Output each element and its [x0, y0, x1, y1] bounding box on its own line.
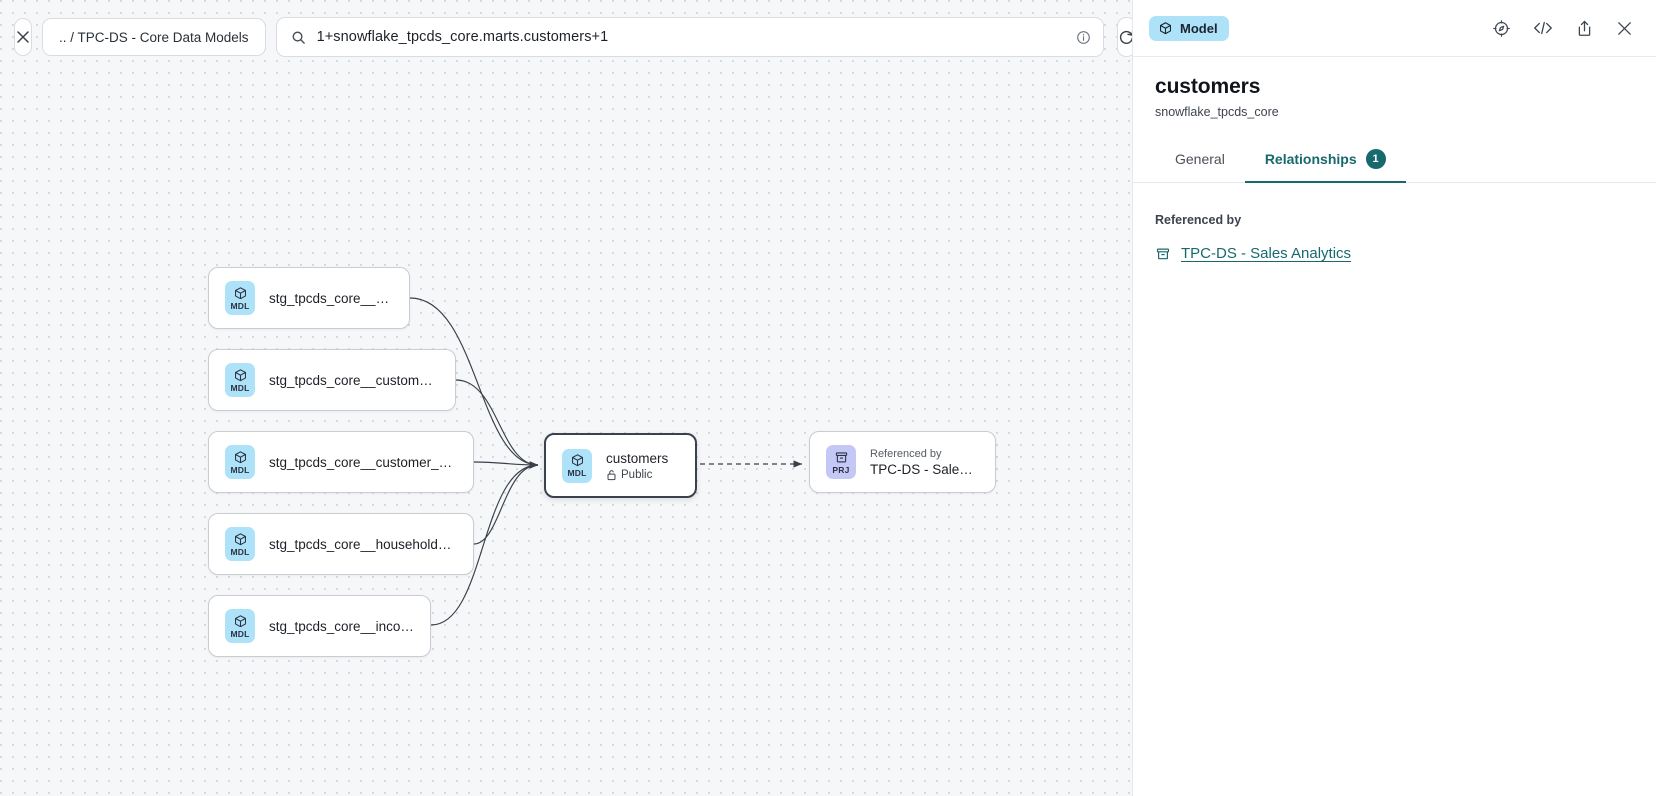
code-icon	[1534, 21, 1552, 35]
node-title: stg_tpcds_core__household_demogr…	[269, 536, 457, 552]
cube-icon	[234, 615, 246, 627]
graph-node-project[interactable]: PRJ Referenced by TPC-DS - Sales Analyti…	[809, 431, 996, 493]
cube-icon	[234, 533, 246, 545]
canvas-toolbar: .. / TPC-DS - Core Data Models 1+snowfla…	[0, 0, 1132, 74]
details-panel: Model	[1132, 0, 1656, 796]
project-icon	[835, 452, 847, 463]
badge-label: PRJ	[832, 464, 850, 475]
badge-label: MDL	[230, 546, 250, 557]
search-value: 1+snowflake_tpcds_core.marts.customers+1	[316, 29, 609, 45]
badge-label: MDL	[567, 468, 587, 479]
refresh-icon	[1119, 29, 1132, 44]
graph-node[interactable]: MDL stg_tpcds_core__income_band	[208, 595, 431, 657]
close-icon	[17, 31, 29, 43]
badge-label: MDL	[230, 300, 250, 311]
share-button[interactable]	[1575, 19, 1594, 38]
node-title: stg_tpcds_core__customer	[269, 290, 393, 306]
node-text: stg_tpcds_core__household_demogr…	[269, 537, 457, 552]
node-visibility: Public	[606, 469, 668, 481]
node-text: stg_tpcds_core__customer_address	[269, 373, 439, 388]
refresh-button[interactable]	[1116, 17, 1132, 57]
node-title: TPC-DS - Sales Analytics	[870, 461, 979, 477]
node-title: customers	[606, 450, 669, 466]
lineage-focus-button[interactable]	[1492, 19, 1511, 38]
panel-subtitle: snowflake_tpcds_core	[1155, 105, 1279, 119]
model-badge: MDL	[225, 281, 255, 315]
badge-label: MDL	[230, 628, 250, 639]
model-badge: MDL	[562, 448, 592, 483]
visibility-label: Public	[621, 468, 653, 481]
panel-topbar: Model	[1133, 0, 1656, 57]
close-panel-button[interactable]	[1615, 19, 1634, 38]
close-button[interactable]	[14, 18, 32, 56]
info-icon[interactable]	[1076, 30, 1091, 45]
list-item[interactable]: TPC-DS - Sales Analytics	[1155, 245, 1634, 262]
graph-node[interactable]: MDL stg_tpcds_core__customer_address	[208, 349, 456, 411]
graph: MDL stg_tpcds_core__customer MDL stg_tpc…	[208, 267, 996, 657]
cube-icon	[234, 451, 246, 463]
node-title: stg_tpcds_core__customer_address	[269, 372, 439, 388]
lineage-canvas[interactable]: .. / TPC-DS - Core Data Models 1+snowfla…	[0, 0, 1132, 796]
referenced-by-link[interactable]: TPC-DS - Sales Analytics	[1181, 245, 1352, 262]
node-title: stg_tpcds_core__income_band	[269, 618, 414, 634]
node-overline: Referenced by	[870, 447, 942, 460]
share-icon	[1578, 20, 1591, 36]
node-text: customers Public	[606, 451, 668, 481]
relationships-tab-content: Referenced by TPC-DS - Sales Analytics	[1133, 183, 1656, 262]
node-text: Referenced by TPC-DS - Sales Analytics	[870, 448, 979, 477]
tab-count-badge: 1	[1365, 149, 1386, 169]
compass-icon	[1493, 19, 1510, 37]
section-label: Referenced by	[1155, 213, 1242, 227]
close-icon	[1618, 21, 1631, 35]
graph-node[interactable]: MDL stg_tpcds_core__household_demogr…	[208, 513, 474, 575]
panel-actions	[1492, 19, 1634, 38]
tab-general[interactable]: General	[1155, 143, 1245, 183]
panel-tabs: General Relationships 1	[1133, 143, 1656, 183]
project-icon	[1156, 247, 1170, 259]
graph-edges	[409, 297, 803, 626]
breadcrumb[interactable]: .. / TPC-DS - Core Data Models	[42, 18, 266, 56]
model-badge: MDL	[225, 363, 255, 397]
graph-node[interactable]: MDL stg_tpcds_core__customer	[208, 267, 410, 329]
search-input[interactable]: 1+snowflake_tpcds_core.marts.customers+1	[275, 17, 1104, 57]
type-badge: Model	[1149, 15, 1229, 41]
badge-label: MDL	[230, 382, 250, 393]
search-icon	[292, 31, 305, 44]
tab-label: General	[1175, 151, 1225, 167]
panel-header: customers snowflake_tpcds_core	[1133, 57, 1656, 119]
node-text: stg_tpcds_core__customer	[269, 291, 393, 306]
graph-node-selected[interactable]: MDL customers Public	[544, 433, 697, 498]
page-title: customers	[1155, 75, 1261, 98]
lock-icon	[607, 469, 616, 480]
type-badge-label: Model	[1180, 20, 1218, 36]
graph-node[interactable]: MDL stg_tpcds_core__customer_demogra…	[208, 431, 474, 493]
tab-label: Relationships	[1264, 151, 1357, 167]
node-text: stg_tpcds_core__income_band	[269, 619, 414, 634]
node-text: stg_tpcds_core__customer_demogra…	[269, 455, 457, 470]
model-badge: MDL	[225, 609, 255, 643]
cube-icon	[234, 287, 246, 299]
model-badge: MDL	[225, 527, 255, 561]
cube-icon	[571, 454, 583, 467]
tab-relationships[interactable]: Relationships 1	[1244, 143, 1406, 183]
cube-icon	[1159, 21, 1172, 34]
code-button[interactable]	[1532, 19, 1554, 37]
model-badge: MDL	[225, 445, 255, 479]
project-badge: PRJ	[826, 445, 856, 479]
cube-icon	[234, 369, 246, 381]
badge-label: MDL	[230, 464, 250, 475]
node-title: stg_tpcds_core__customer_demogra…	[269, 454, 457, 470]
